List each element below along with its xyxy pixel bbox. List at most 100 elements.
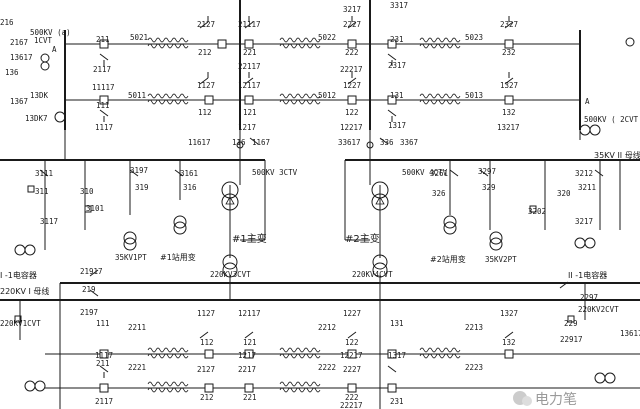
- label-336: 336: [380, 138, 394, 147]
- coil-5022b: [279, 43, 321, 49]
- coil-5023b: [419, 43, 461, 49]
- coil-2222: [279, 381, 321, 387]
- cvt4-top: [372, 254, 388, 270]
- label-3111: 3111: [35, 169, 53, 178]
- label-11117: 11117: [92, 83, 115, 92]
- label-cvt4: 220KV4CVT: [352, 270, 393, 279]
- switches: [39, 16, 604, 378]
- breaker-311: [27, 185, 35, 193]
- coil-5022: [279, 37, 321, 43]
- label-1117: 1117: [95, 123, 113, 132]
- label-13DK7: 13DK7: [25, 114, 48, 123]
- label-1367: 1367: [10, 97, 28, 106]
- label-22217: 22217: [340, 65, 363, 74]
- coil-5021: [147, 37, 189, 43]
- label-112: 112: [198, 108, 212, 117]
- label-bus-35kv-2: 35KV II 母线: [594, 150, 640, 160]
- label-2197: 2197: [80, 308, 98, 317]
- label-1127: 1127: [197, 81, 215, 90]
- label-3211: 3211: [578, 183, 596, 192]
- breaker-232: [504, 39, 514, 49]
- label-aux1: #1站用变: [160, 252, 196, 262]
- label-1cvt: 1CVT: [34, 36, 53, 45]
- transformer-2-top: [371, 181, 389, 199]
- label-319: 319: [135, 183, 149, 192]
- label-5012: 5012: [318, 91, 336, 100]
- coil-5011: [147, 93, 189, 99]
- label-3367: 3367: [400, 138, 418, 147]
- label-122: 122: [345, 108, 359, 117]
- label-3217: 3217: [343, 5, 361, 14]
- cvt3-top: [222, 254, 238, 270]
- label-21117: 21117: [238, 20, 261, 29]
- label-cap1: I -1电容器: [0, 270, 37, 280]
- label-transformer-2: #2主变: [345, 232, 380, 245]
- label-132: 132: [502, 108, 516, 117]
- breaker-112b: [204, 349, 214, 359]
- reactor-coils: [147, 37, 461, 393]
- label-cvt2: 220KV2CVT: [578, 305, 619, 314]
- label-221: 221: [243, 48, 257, 57]
- label-ctv4: 500KV 4CTV: [402, 168, 448, 177]
- transformer-2-bottom: [371, 193, 389, 211]
- coil-5023: [419, 37, 461, 43]
- transformers: [14, 37, 635, 392]
- label-12217b: 12217: [340, 351, 363, 360]
- breaker-3202: [529, 205, 537, 213]
- label-22217b: 22217: [340, 401, 363, 409]
- label-5023: 5023: [465, 33, 483, 42]
- coil-2213: [419, 347, 461, 353]
- breaker-231b: [387, 383, 397, 393]
- breaker-cvt1: [14, 315, 22, 323]
- label-3261: 3261: [430, 169, 448, 178]
- label-1317: 1317: [388, 121, 406, 130]
- label-3317: 3317: [390, 1, 408, 10]
- label-2167: 2167: [10, 38, 28, 47]
- label-211b: 211: [96, 359, 110, 368]
- breaker-211b: [99, 383, 109, 393]
- label-1167: 1167: [252, 138, 270, 147]
- label-2117: 2117: [93, 65, 111, 74]
- label-212: 212: [198, 48, 212, 57]
- label-1227b: 1227: [343, 309, 361, 318]
- label-2211: 2211: [128, 323, 146, 332]
- watermark: [513, 391, 532, 406]
- label-1217b: 1217: [238, 351, 256, 360]
- breaker-221: [244, 39, 254, 49]
- label-316: 316: [183, 183, 197, 192]
- label-2223: 2223: [465, 363, 483, 372]
- label-12117: 12117: [238, 81, 261, 90]
- label-11617: 11617: [188, 138, 211, 147]
- label-3197: 3197: [130, 166, 148, 175]
- transformer-1-bottom: [221, 193, 239, 211]
- coil-5013b: [419, 99, 461, 105]
- label-2212: 2212: [318, 323, 336, 332]
- cvt3-bottom: [222, 262, 238, 278]
- label-cap2: II -1电容器: [568, 270, 607, 280]
- label-2213: 2213: [465, 323, 483, 332]
- label-13617: 13617: [10, 53, 33, 62]
- label-2227b: 2227: [343, 365, 361, 374]
- label-2317: 2317: [388, 61, 406, 70]
- breaker-122b: [347, 349, 357, 359]
- cvt4-bottom: [372, 262, 388, 278]
- label-3202: 3202: [528, 207, 546, 216]
- label-12217: 12217: [340, 123, 363, 132]
- label-500kv-b: 500KV ( 2CVT: [584, 115, 639, 124]
- label-5013: 5013: [465, 91, 483, 100]
- breaker-111b: [99, 349, 109, 359]
- label-13217: 13217: [497, 123, 520, 132]
- label-12117b: 12117: [238, 309, 261, 318]
- label-1127b: 1127: [197, 309, 215, 318]
- label-231: 231: [390, 35, 404, 44]
- coil-2213b: [419, 353, 461, 359]
- label-cvt1: 220KV1CVT: [0, 319, 41, 328]
- breaker-121: [244, 95, 254, 105]
- breaker-122: [347, 95, 357, 105]
- coil-5021b: [147, 43, 189, 49]
- label-500kv-a: 500KV (a): [30, 28, 71, 37]
- breaker-cvt2: [567, 315, 575, 323]
- label-329: 329: [482, 183, 496, 192]
